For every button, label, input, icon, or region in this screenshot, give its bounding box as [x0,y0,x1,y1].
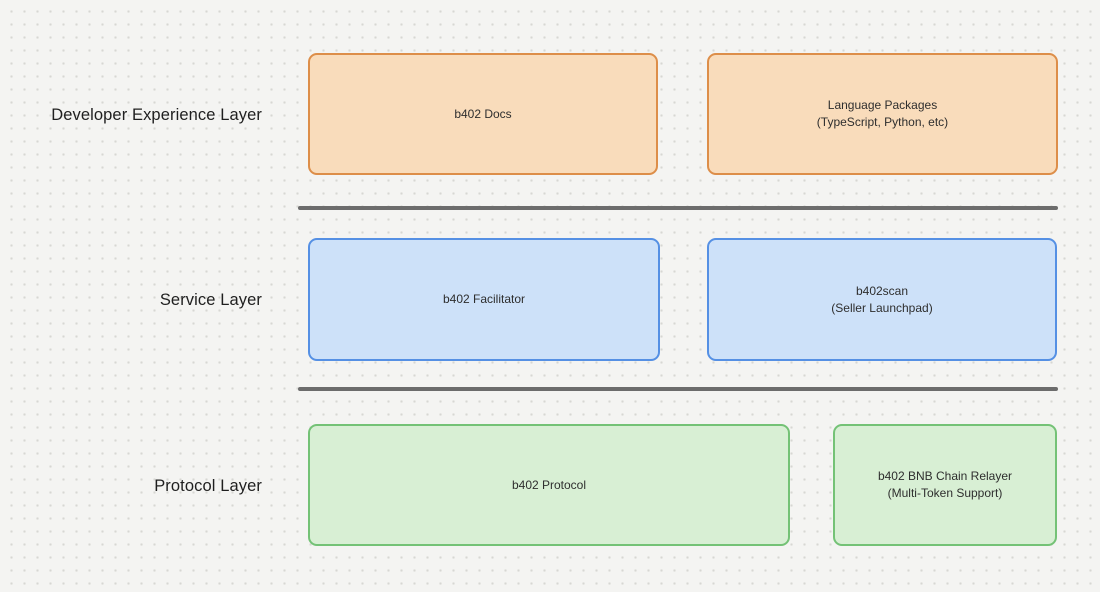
node-b402-bnb-chain-relayer[interactable]: b402 BNB Chain Relayer (Multi-Token Supp… [833,424,1057,546]
node-label: Language Packages [827,98,938,112]
node-label: b402scan [855,283,909,298]
node-label: b402 Docs [454,106,512,121]
node-b402-docs[interactable]: b402 Docs [308,53,658,175]
layer-divider-top [298,206,1058,210]
node-b402scan[interactable]: b402scan (Seller Launchpad) [707,238,1057,361]
node-sublabel: (Seller Launchpad) [831,300,933,315]
node-label: b402 BNB Chain Relayer [877,469,1013,483]
layer-label-service: Service Layer [159,291,262,309]
node-language-packages[interactable]: Language Packages (TypeScript, Python, e… [707,53,1058,175]
layer-divider-bottom [298,387,1058,391]
node-b402-protocol[interactable]: b402 Protocol [308,424,790,546]
node-b402-facilitator[interactable]: b402 Facilitator [308,238,660,361]
layer-label-developer-experience: Developer Experience Layer [51,106,262,124]
layer-label-protocol: Protocol Layer [154,477,262,495]
node-label: b402 Facilitator [442,292,526,306]
node-label: b402 Protocol [511,477,587,492]
node-sublabel: (TypeScript, Python, etc) [816,115,949,129]
node-sublabel: (Multi-Token Support) [887,486,1003,500]
